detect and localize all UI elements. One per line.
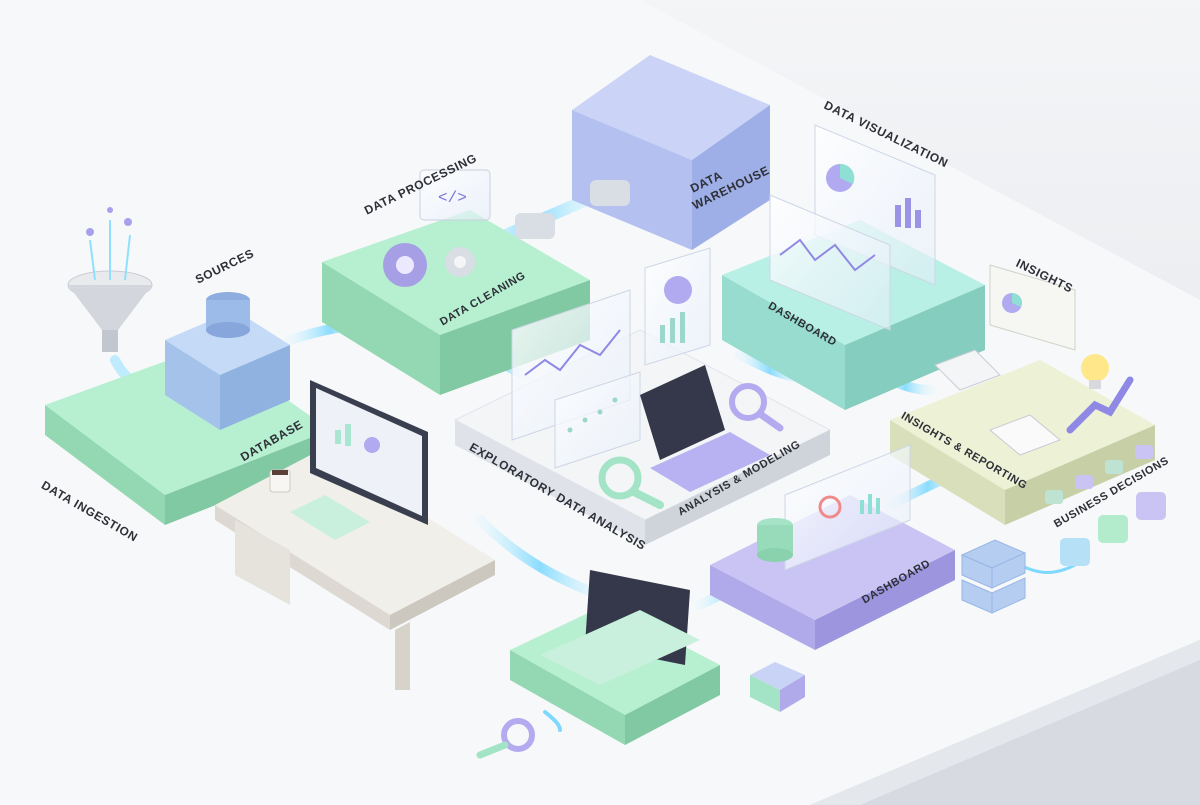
coffee-mug-icon (270, 470, 290, 492)
server-icon (962, 540, 1025, 613)
database-icon (206, 292, 250, 338)
svg-text:</>: </> (438, 189, 467, 207)
